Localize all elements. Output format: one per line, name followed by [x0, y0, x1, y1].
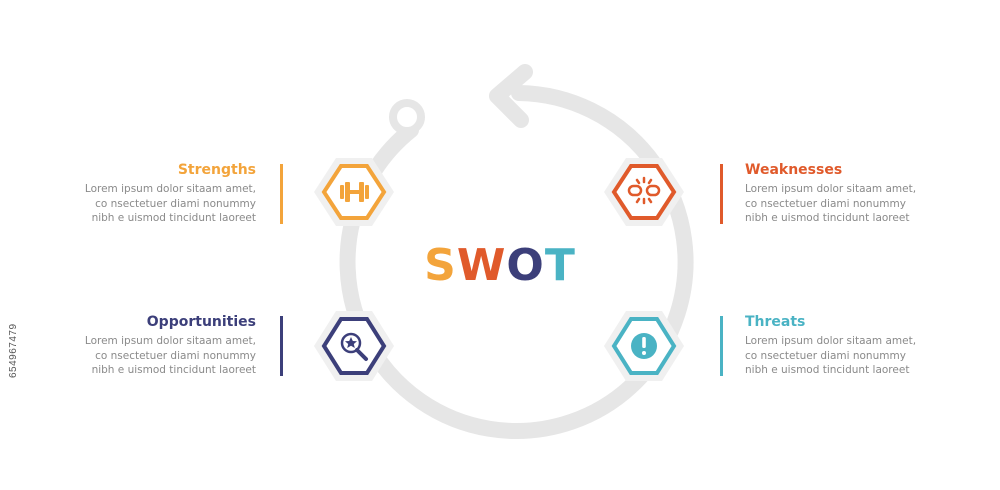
- dumbbell-icon: [340, 182, 369, 202]
- threats-title: Threats: [745, 314, 806, 330]
- weaknesses-bar: [720, 164, 723, 224]
- threats-hexagon: [604, 311, 684, 381]
- swot-letter-o: O: [506, 240, 545, 291]
- opportunities-block: Opportunities Lorem ipsum dolor sitaam a…: [0, 314, 256, 378]
- opportunities-bar: [280, 316, 283, 376]
- opportunities-text: Lorem ipsum dolor sitaam amet, co nsecte…: [84, 335, 256, 376]
- magnifier-star-icon: [340, 332, 368, 361]
- cycle-arrow-head: [489, 64, 533, 128]
- strengths-hexagon: [314, 158, 394, 226]
- swot-letter-t: T: [544, 240, 576, 291]
- strengths-bar: [280, 164, 283, 224]
- opportunities-hexagon: [314, 311, 394, 381]
- weaknesses-text: Lorem ipsum dolor sitaam amet, co nsecte…: [745, 183, 917, 224]
- weaknesses-hexagon: [604, 158, 684, 226]
- weaknesses-title: Weaknesses: [745, 162, 843, 178]
- strengths-title: Strengths: [177, 162, 256, 178]
- threats-block: Threats Lorem ipsum dolor sitaam amet, c…: [745, 314, 925, 378]
- threats-text: Lorem ipsum dolor sitaam amet, co nsecte…: [745, 335, 917, 376]
- broken-chain-icon: [627, 176, 661, 205]
- weaknesses-block: Weaknesses Lorem ipsum dolor sitaam amet…: [745, 162, 925, 226]
- side-id-label: 654967479: [8, 323, 19, 378]
- swot-letter-s: S: [424, 240, 457, 291]
- threats-bar: [720, 316, 723, 376]
- swot-letter-w: W: [456, 240, 507, 291]
- strengths-text: Lorem ipsum dolor sitaam amet, co nsecte…: [84, 183, 256, 224]
- opportunities-title: Opportunities: [146, 314, 256, 330]
- strengths-block: Strengths Lorem ipsum dolor sitaam amet,…: [0, 162, 256, 226]
- exclamation-icon: [631, 333, 657, 359]
- cycle-start-knob: [389, 99, 425, 135]
- swot-title: SWOT: [420, 240, 580, 291]
- cycle-ring: [339, 85, 694, 439]
